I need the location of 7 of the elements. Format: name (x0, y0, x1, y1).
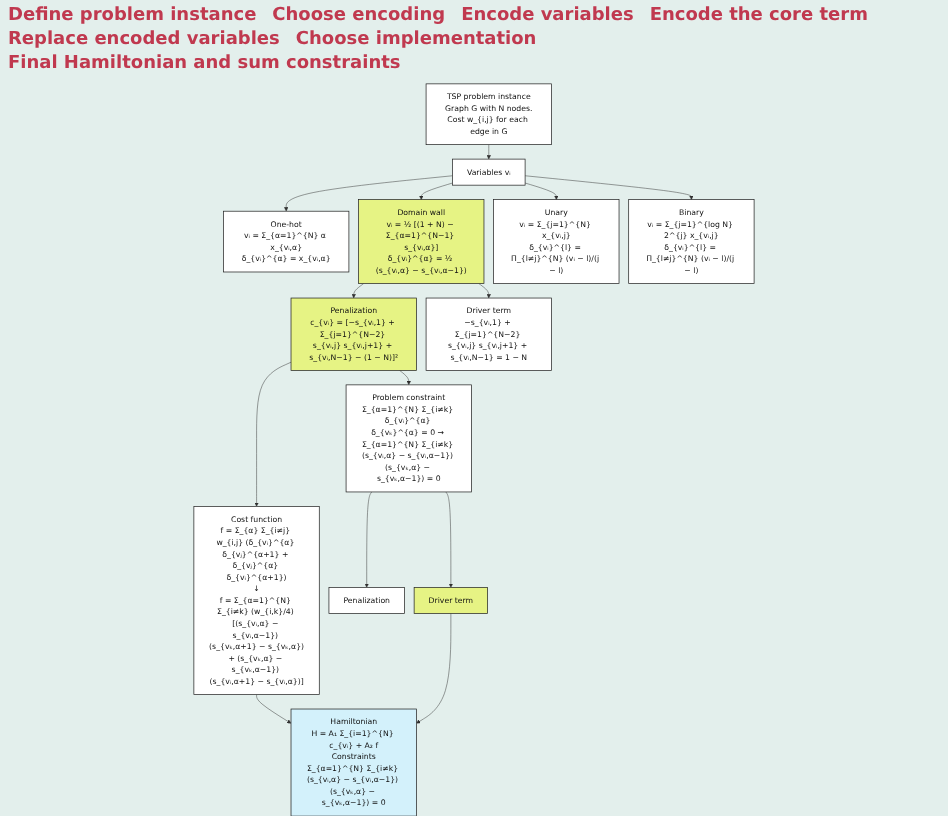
step-label: Choose encoding (272, 6, 446, 26)
step-label: Final Hamiltonian and sum constraints (8, 54, 401, 74)
step-label: Replace encoded variables (8, 30, 280, 50)
step-label: Encode the core term (649, 6, 868, 26)
step-label: Encode variables (461, 6, 634, 26)
step-label: Define problem instance (8, 6, 257, 26)
step-label: Choose implementation (295, 30, 537, 50)
